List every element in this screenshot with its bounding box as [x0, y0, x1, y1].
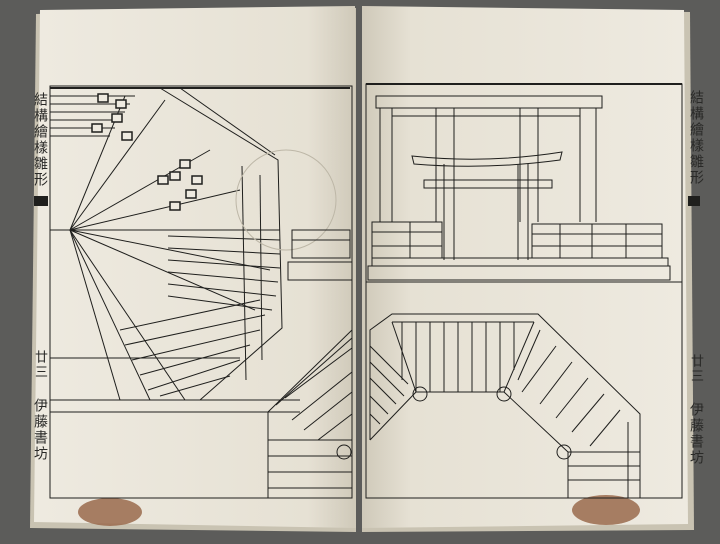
- left-page-folio: 廿三: [32, 350, 47, 380]
- left-title-marker: [34, 196, 48, 206]
- octagon-plan-left: [267, 329, 353, 498]
- stain-right: [572, 495, 640, 525]
- left-frame: [49, 85, 353, 499]
- right-page: [362, 6, 688, 528]
- right-title-marker: [688, 196, 700, 206]
- octagon-plan-right: [369, 313, 641, 498]
- right-page-publisher: 伊藤書坊: [688, 402, 704, 466]
- shrine-elevation: [287, 95, 671, 281]
- right-frame: [365, 83, 683, 499]
- right-page-folio: 廿三: [688, 354, 703, 384]
- right-page-title: 結構繪樣雛形: [688, 90, 704, 186]
- left-page-title: 結構繪樣雛形: [32, 92, 48, 188]
- left-page-publisher: 伊藤書坊: [32, 398, 48, 462]
- left-page: [34, 6, 356, 528]
- perspective-drawing-left: [50, 87, 337, 413]
- stain-left: [78, 498, 142, 526]
- bracket-blocks: [91, 93, 203, 211]
